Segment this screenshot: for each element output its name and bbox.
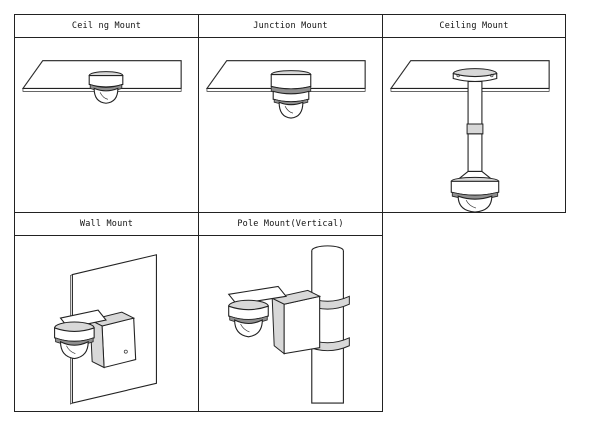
pole-mount-illustration [199,235,382,411]
wall-mount-drawing [54,254,157,405]
panel-ceiling-pendant-mount: Ceiling Mount [382,14,566,213]
wall-plane [71,254,157,404]
ceiling-pendant-mount-drawing [389,60,550,212]
pendant-pipe-upper [467,80,483,128]
panel-caption: Ceil ng Mount [15,15,198,38]
camera-dome [278,101,304,119]
camera-dome [234,319,263,338]
camera-dome [59,340,89,360]
panel-caption: Wall Mount [15,213,198,236]
bracket-arm [227,285,288,305]
mount-diagram-grid: Ceil ng Mount Junction Mount [14,14,566,412]
pipe-coupler [466,123,484,135]
panel-wall-mount: Wall Mount [14,212,199,412]
panel-caption: Pole Mount(Vertical) [199,213,382,236]
junction-box [270,74,312,90]
wall-bracket [101,317,137,369]
camera-dome [93,87,119,104]
pole-mount-drawing [227,245,350,404]
panel-caption: Ceiling Mount [383,15,565,38]
camera-housing [88,75,124,88]
pole-bracket [283,295,321,355]
panel-pole-mount-vertical: Pole Mount(Vertical) [198,212,383,412]
ceiling-mount-illustration [15,37,198,212]
junction-mount-illustration [199,37,382,212]
panel-junction-mount: Junction Mount [198,14,383,213]
ceiling-mount-drawing [21,60,182,104]
wall-mount-illustration [15,235,198,411]
ceiling-pendant-mount-illustration [383,37,565,212]
camera-dome [457,195,493,212]
panel-ceiling-mount: Ceil ng Mount [14,14,199,213]
junction-mount-drawing [205,60,366,119]
panel-caption: Junction Mount [199,15,382,38]
pendant-pipe-lower [467,133,483,173]
camera-housing [450,180,500,196]
